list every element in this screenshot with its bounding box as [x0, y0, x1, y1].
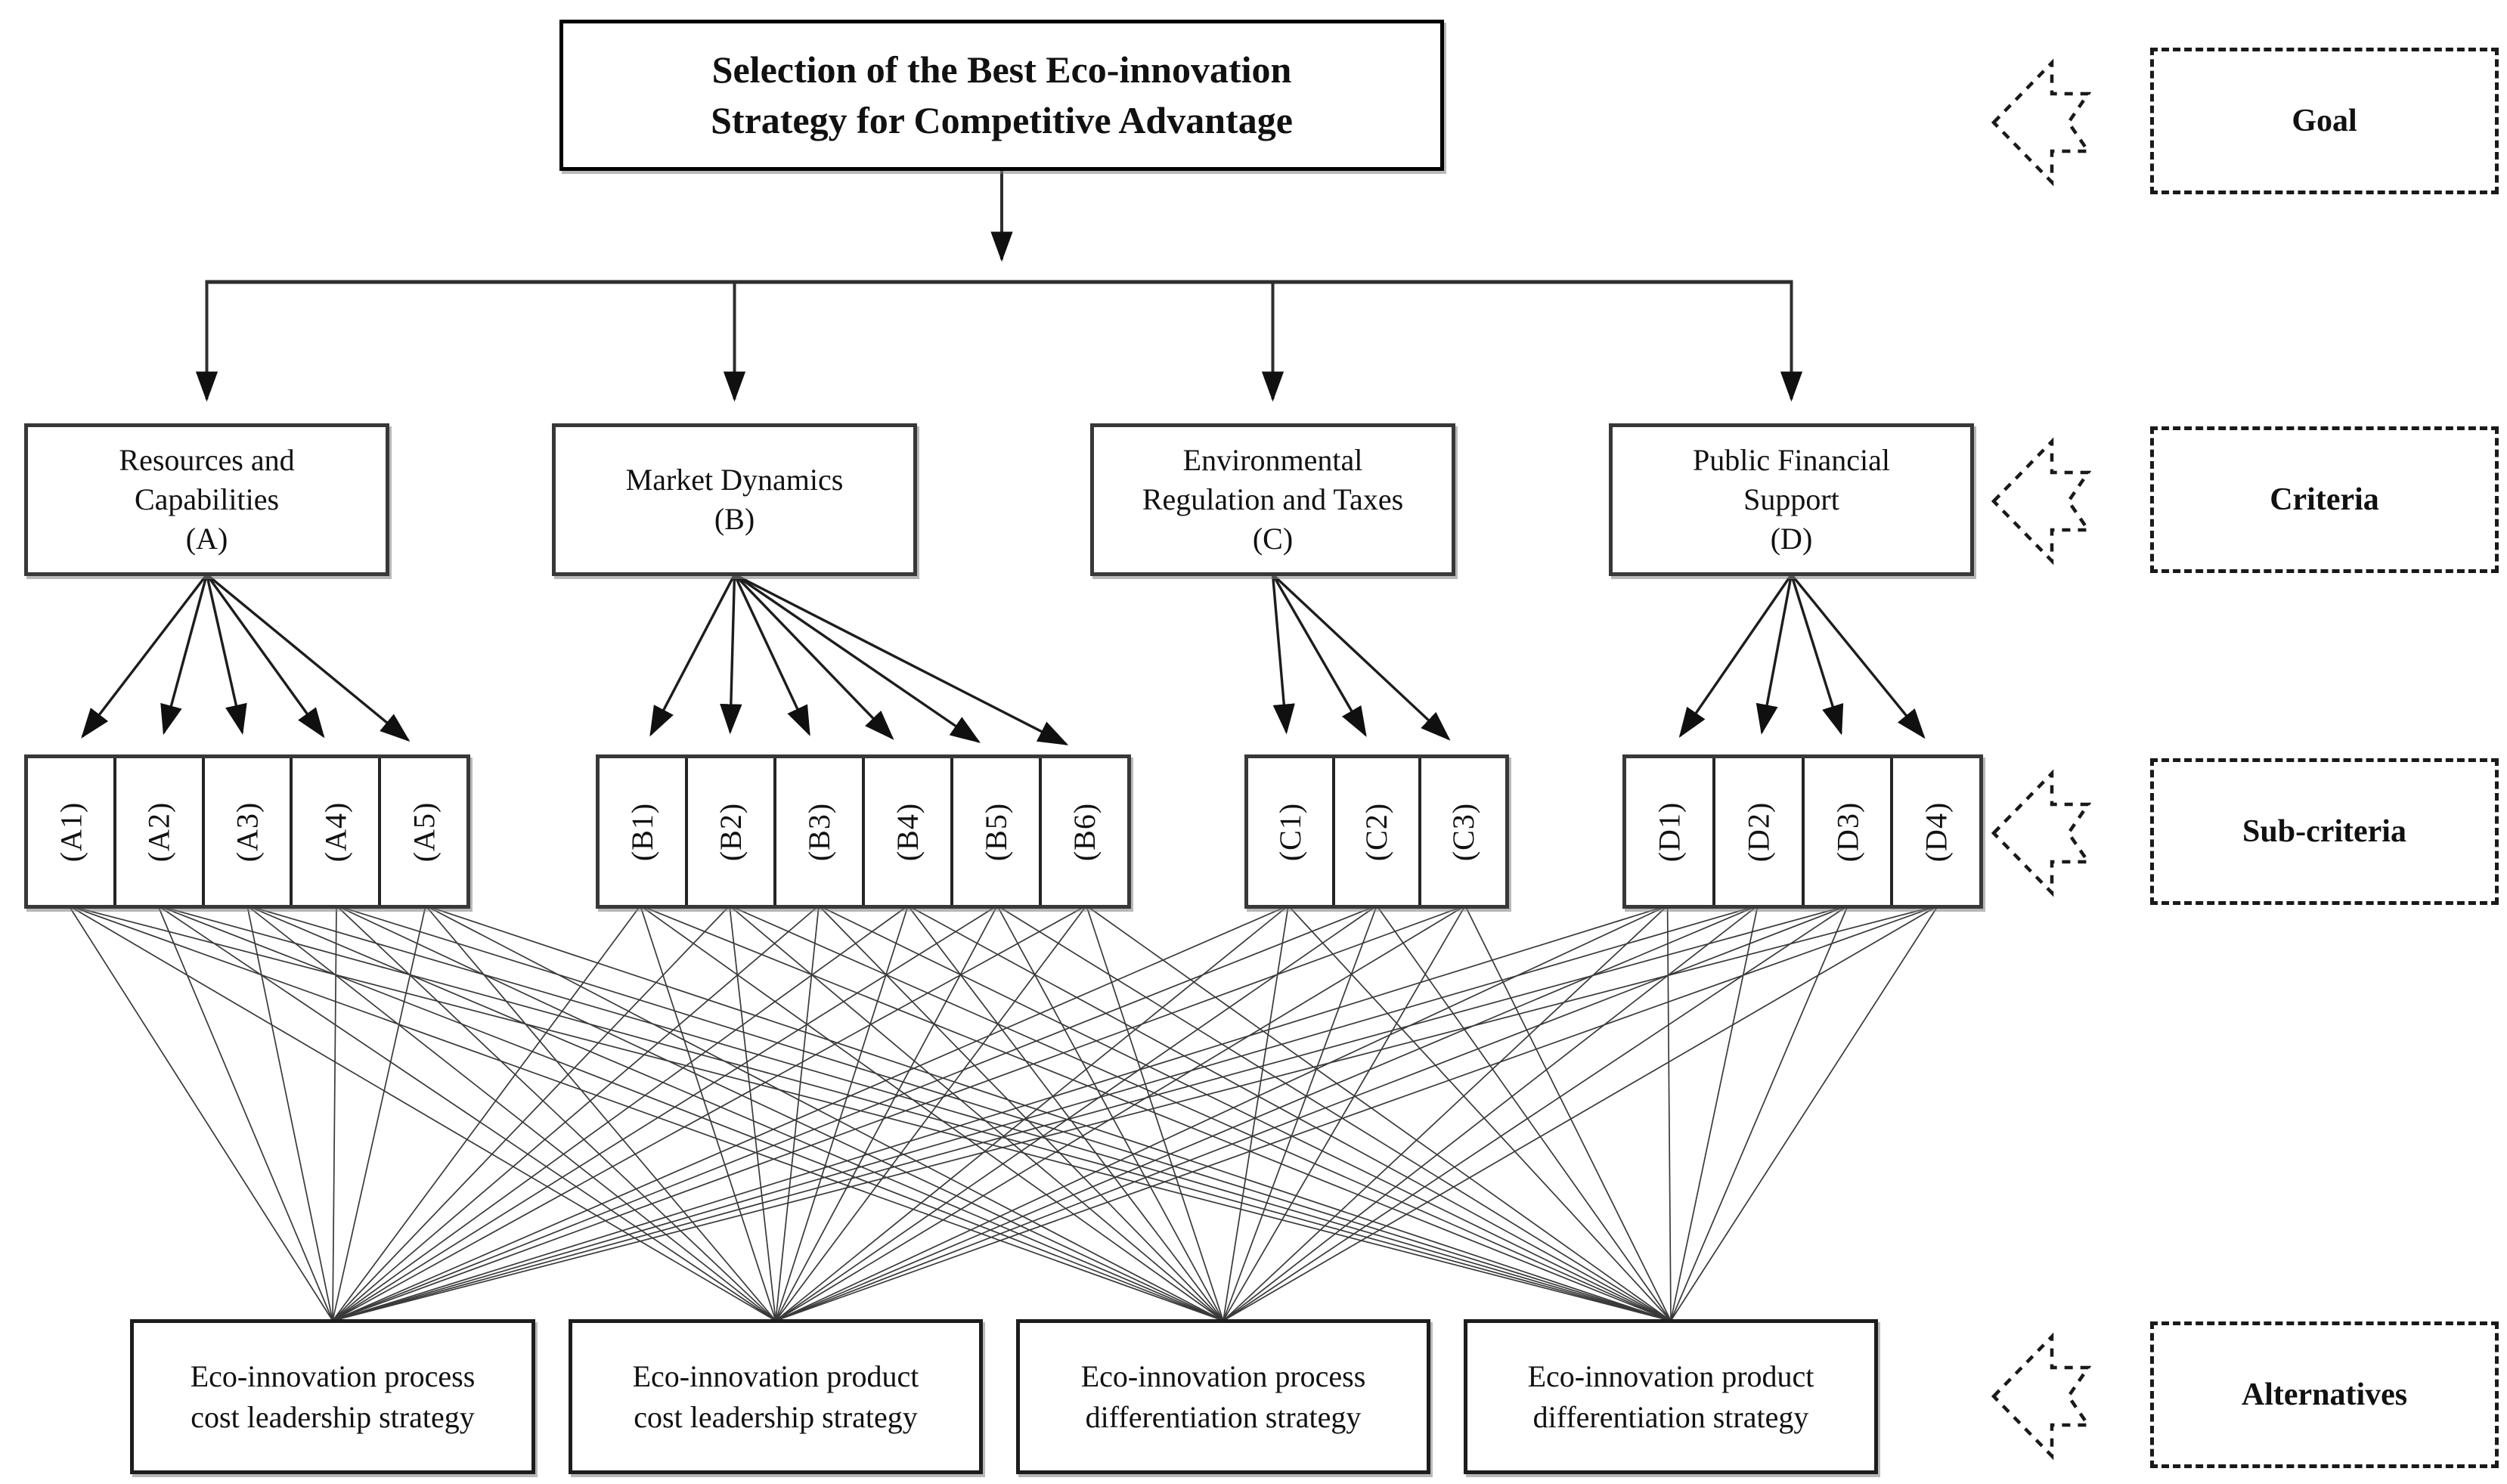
subcriterion-b2: (B2)	[685, 758, 773, 905]
legend-box-subcriteria: Sub-criteria	[2150, 758, 2499, 905]
subcriterion-label: (B2)	[713, 802, 748, 861]
criteria-label: Public Financial Support	[1692, 443, 1891, 516]
legend-box-criteria: Criteria	[2150, 426, 2499, 573]
criteria-label: Market Dynamics	[625, 463, 844, 497]
subcriterion-label: (D2)	[1741, 801, 1776, 862]
alternative-box-2: Eco-innovation product cost leadership s…	[569, 1319, 983, 1474]
subcriterion-a4: (A4)	[290, 758, 378, 905]
subcriterion-label: (C3)	[1446, 802, 1481, 861]
subcriterion-c1: (C1)	[1248, 758, 1332, 905]
subcriterion-d1: (D1)	[1626, 758, 1712, 905]
level-arrow-icon	[1991, 769, 2091, 897]
legend-label: Goal	[2292, 104, 2357, 138]
criteria-box-c: Environmental Regulation and Taxes (C)	[1090, 423, 1455, 576]
legend-box-goal: Goal	[2150, 48, 2499, 194]
criteria-box-b: Market Dynamics (B)	[552, 423, 917, 576]
subcriterion-label: (A2)	[141, 801, 176, 862]
legend-label: Sub-criteria	[2242, 814, 2406, 849]
subcriterion-label: (D1)	[1652, 801, 1687, 862]
subcriterion-label: (C1)	[1272, 802, 1307, 861]
legend-label: Alternatives	[2241, 1377, 2408, 1412]
alternative-box-1: Eco-innovation process cost leadership s…	[130, 1319, 535, 1474]
goal-to-criteria-connectors	[195, 171, 1803, 402]
subcriterion-b3: (B3)	[773, 758, 862, 905]
alternative-label: Eco-innovation process cost leadership s…	[190, 1359, 476, 1434]
criteria-code: (B)	[714, 502, 755, 536]
alternative-label: Eco-innovation process differentiation s…	[1080, 1359, 1366, 1434]
subcriteria-group-d: (D1) (D2) (D3) (D4)	[1622, 754, 1983, 909]
level-arrow-icon	[1991, 437, 2091, 565]
criteria-code: (D)	[1770, 522, 1813, 556]
subcriteria-group-b: (B1) (B2) (B3) (B4) (B5) (B6)	[596, 754, 1131, 909]
subcriterion-label: (C2)	[1359, 802, 1394, 861]
criteria-box-d: Public Financial Support (D)	[1609, 423, 1974, 576]
subcriterion-label: (A3)	[230, 801, 265, 862]
subcriteria-to-alternatives-links	[68, 905, 1939, 1321]
subcriterion-d3: (D3)	[1801, 758, 1891, 905]
alternative-box-3: Eco-innovation process differentiation s…	[1016, 1319, 1430, 1474]
subcriterion-b4: (B4)	[862, 758, 950, 905]
subcriterion-c3: (C3)	[1418, 758, 1505, 905]
alternative-label: Eco-innovation product cost leadership s…	[632, 1359, 919, 1434]
criteria-box-a: Resources and Capabilities (A)	[24, 423, 389, 576]
subcriterion-label: (B1)	[624, 802, 659, 861]
subcriterion-label: (D3)	[1830, 801, 1864, 862]
subcriterion-b5: (B5)	[950, 758, 1039, 905]
alternative-box-4: Eco-innovation product differentiation s…	[1464, 1319, 1878, 1474]
criteria-to-subcriteria-arrows	[81, 573, 1926, 745]
subcriterion-label: (A1)	[53, 801, 88, 862]
subcriteria-group-a: (A1) (A2) (A3) (A4) (A5)	[24, 754, 470, 909]
subcriterion-label: (A4)	[318, 801, 353, 862]
subcriterion-b6: (B6)	[1039, 758, 1127, 905]
criteria-label: Resources and Capabilities	[119, 443, 295, 516]
alternative-label: Eco-innovation product differentiation s…	[1527, 1359, 1814, 1434]
legend-box-alternatives: Alternatives	[2150, 1321, 2499, 1468]
level-arrow-icon	[1991, 58, 2091, 187]
subcriterion-a3: (A3)	[201, 758, 290, 905]
legend-label: Criteria	[2270, 482, 2379, 517]
subcriterion-b1: (B1)	[600, 758, 685, 905]
subcriterion-label: (B6)	[1067, 802, 1102, 861]
subcriterion-a2: (A2)	[113, 758, 202, 905]
criteria-code: (C)	[1252, 522, 1294, 556]
subcriterion-label: (B4)	[890, 802, 925, 861]
subcriteria-group-c: (C1) (C2) (C3)	[1244, 754, 1509, 909]
goal-title: Selection of the Best Eco-innovation Str…	[711, 48, 1293, 141]
criteria-label: Environmental Regulation and Taxes	[1142, 443, 1404, 516]
subcriterion-a5: (A5)	[378, 758, 466, 905]
subcriterion-d4: (D4)	[1890, 758, 1979, 905]
subcriterion-d2: (D2)	[1712, 758, 1802, 905]
subcriterion-a1: (A1)	[28, 758, 113, 905]
subcriterion-label: (B3)	[801, 802, 836, 861]
subcriterion-label: (D4)	[1919, 801, 1954, 862]
subcriterion-label: (A5)	[407, 801, 442, 862]
level-arrow-icon	[1991, 1332, 2091, 1461]
goal-box: Selection of the Best Eco-innovation Str…	[559, 20, 1444, 171]
subcriterion-label: (B5)	[978, 802, 1013, 861]
subcriterion-c2: (C2)	[1331, 758, 1419, 905]
criteria-code: (A)	[185, 522, 228, 556]
